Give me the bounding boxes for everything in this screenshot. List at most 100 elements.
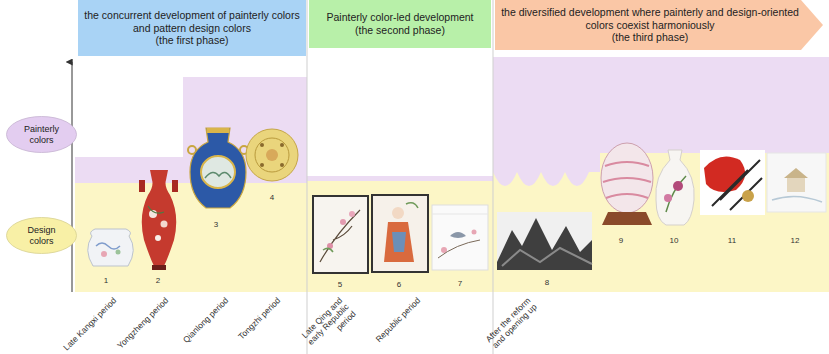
white-vase (673, 181, 683, 191)
yellow-plate (260, 143, 264, 147)
period-label: Republic period (359, 296, 422, 354)
porcelain-jar (116, 250, 121, 255)
callout-number: 8 (545, 278, 549, 287)
pale-painting (772, 196, 822, 202)
phase-number: (the third phase) (612, 31, 688, 44)
painterly-color-region (75, 57, 829, 292)
painterly-color-region (493, 57, 829, 292)
blue-vase (188, 128, 248, 208)
phase-arrow: the diversified development where painte… (495, 0, 823, 50)
yellow-plate (255, 138, 289, 172)
red-painting (704, 156, 745, 192)
figure-painting (392, 232, 406, 252)
blue-vase (190, 128, 246, 208)
red-painting (700, 150, 765, 215)
callout-number: 9 (619, 236, 623, 245)
white-vase (666, 176, 686, 212)
period-label: Late Qing and early Republic period (289, 296, 358, 354)
callout-number: 11 (728, 236, 736, 245)
callout-number: 2 (156, 276, 160, 285)
axis-category-label: Design colors (15, 225, 68, 247)
red-vase (172, 180, 178, 192)
ink-landscape (497, 212, 592, 270)
porcelain-box (432, 205, 488, 270)
design-color-region (75, 153, 829, 292)
callout-number: 4 (270, 193, 274, 202)
porcelain-jar (88, 229, 134, 266)
red-vase (148, 206, 164, 213)
red-vase (139, 180, 145, 192)
flower-painting (320, 210, 360, 262)
phase-number: (the first phase) (156, 34, 229, 47)
ellipse-outline (7, 117, 77, 153)
y-axis (72, 62, 73, 292)
design-color-region (75, 183, 307, 292)
flower-painting (323, 248, 333, 252)
yellow-plate (280, 143, 284, 147)
phase-divider (493, 0, 494, 354)
red-vase (139, 170, 178, 270)
flower-painting (349, 211, 355, 217)
yellow-plate (246, 129, 298, 181)
red-vase (155, 235, 161, 241)
period-label: Late Kangxi period (55, 296, 118, 354)
axis-category-ellipse: Painterly colors (6, 116, 77, 153)
red-painting (700, 150, 765, 215)
blue-vase (201, 156, 235, 188)
figure-painting (406, 203, 418, 208)
red-vase (142, 170, 177, 266)
white-vase (664, 194, 672, 202)
ink-landscape (497, 218, 592, 270)
yellow-plate (280, 163, 284, 167)
period-label: After the reform and opening up (477, 296, 540, 354)
callout-number: 7 (458, 279, 462, 288)
porcelain-box (450, 232, 466, 238)
pale-painting (767, 153, 826, 212)
porcelain-box (438, 240, 480, 258)
phase-title: the diversified development where painte… (501, 6, 799, 31)
ink-landscape (502, 248, 592, 266)
phase-title: the concurrent development of painterly … (84, 9, 300, 34)
figure-painting (384, 222, 414, 262)
porcelain-box (432, 205, 488, 270)
period-label: Tongzhi period (219, 296, 282, 354)
flower-painting (313, 196, 368, 273)
y-axis (72, 62, 73, 292)
figure-painting (372, 195, 428, 272)
callout-number: 3 (214, 220, 218, 229)
figure-painting (392, 207, 404, 219)
axis-category-ellipse: Design colors (6, 217, 77, 254)
phase-header: the concurrent development of painterly … (78, 0, 306, 56)
phase-header: Painterly color-led development(the seco… (309, 0, 491, 48)
red-painting (742, 190, 754, 202)
callout-number: 12 (791, 236, 800, 245)
porcelain-box (432, 214, 488, 215)
callout-number: 6 (397, 280, 401, 289)
porcelain-jar (96, 243, 120, 249)
lantern-vase (601, 143, 653, 225)
red-painting (712, 160, 762, 210)
blue-vase (207, 128, 229, 133)
red-vase (161, 221, 168, 228)
lantern-vase (603, 162, 651, 198)
callout-number: 10 (670, 236, 679, 245)
yellow-plate (246, 129, 298, 181)
pale-painting (784, 168, 808, 178)
ellipse-outline (7, 218, 77, 254)
white-vase (656, 150, 694, 225)
arrow-outline (495, 0, 823, 50)
flower-painting (313, 196, 368, 273)
porcelain-jar (88, 229, 134, 266)
callout-number: 1 (104, 276, 108, 285)
period-label: Yongzheng period (107, 296, 170, 354)
lantern-vase (601, 143, 653, 213)
yellow-plate (260, 163, 264, 167)
red-vase (152, 265, 166, 270)
blue-vase (205, 172, 231, 178)
pale-painting (787, 178, 805, 192)
axis-category-label: Painterly colors (15, 124, 68, 146)
painterly-color-region (307, 176, 493, 181)
pale-painting (767, 153, 826, 212)
figure-painting (372, 195, 428, 272)
porcelain-jar (101, 251, 107, 257)
